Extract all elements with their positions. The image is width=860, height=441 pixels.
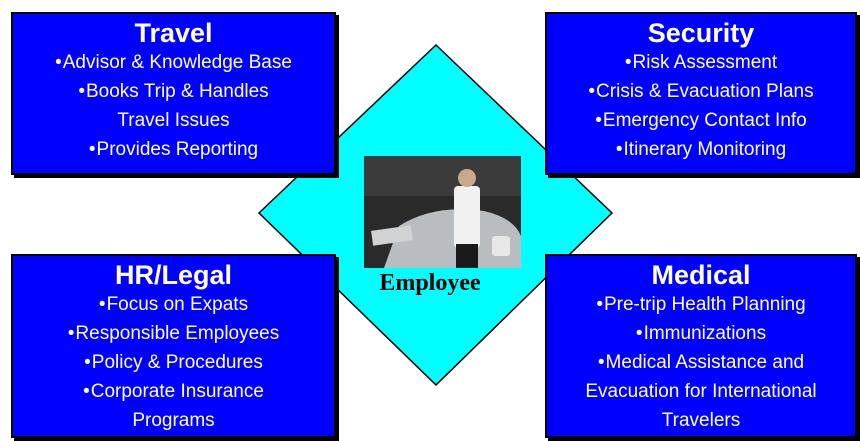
travel-title: Travel — [134, 18, 213, 48]
hr-legal-box: HR/Legal •Focus on Expats•Responsible Em… — [11, 254, 336, 438]
list-item: •Emergency Contact Info — [547, 106, 855, 135]
list-item-text: Risk Assessment — [632, 52, 778, 73]
employee-label: Employee — [379, 270, 481, 296]
medical-box: Medical •Pre-trip Health Planning•Immuni… — [545, 254, 857, 438]
list-item: •Risk Assessment — [547, 48, 855, 77]
hr-legal-list: •Focus on Expats•Responsible Employees•P… — [13, 290, 334, 435]
list-item-text: Books Trip & Handles — [85, 81, 269, 102]
travel-list: •Advisor & Knowledge Base•Books Trip & H… — [13, 48, 334, 164]
bullet-icon: • — [635, 323, 643, 344]
travel-box: Travel •Advisor & Knowledge Base•Books T… — [11, 12, 336, 175]
list-item: •Itinerary Monitoring — [547, 135, 855, 164]
list-item-text: Focus on Expats — [106, 294, 249, 315]
bullet-icon: • — [67, 323, 75, 344]
list-item: •Medical Assistance and — [547, 348, 855, 377]
bullet-icon: • — [78, 81, 85, 102]
list-item-text: Medical Assistance and — [605, 352, 805, 373]
list-item-text: Responsible Employees — [75, 323, 280, 344]
list-item: Evacuation for International — [547, 377, 855, 406]
bullet-icon: • — [595, 110, 602, 131]
bullet-icon: • — [596, 294, 603, 315]
bullet-icon: • — [615, 139, 623, 160]
list-item: •Crisis & Evacuation Plans — [547, 77, 855, 106]
list-item: Programs — [13, 406, 334, 435]
security-title: Security — [647, 18, 755, 48]
list-item-text: Travel Issues — [117, 110, 230, 131]
bullet-icon: • — [88, 139, 96, 160]
bullet-icon: • — [98, 294, 106, 315]
bullet-icon: • — [624, 52, 632, 73]
list-item: •Policy & Procedures — [13, 348, 334, 377]
employee-photo — [364, 156, 521, 268]
list-item-text: Itinerary Monitoring — [623, 139, 787, 160]
security-list: •Risk Assessment•Crisis & Evacuation Pla… — [547, 48, 855, 164]
list-item: •Immunizations — [547, 319, 855, 348]
list-item: •Provides Reporting — [13, 135, 334, 164]
list-item-text: Corporate Insurance — [90, 381, 264, 402]
list-item-text: Policy & Procedures — [91, 352, 263, 373]
list-item-text: Provides Reporting — [96, 139, 259, 160]
hr-legal-title: HR/Legal — [114, 260, 233, 290]
list-item: •Pre-trip Health Planning — [547, 290, 855, 319]
list-item-text: Travelers — [661, 410, 741, 431]
bullet-icon: • — [84, 352, 91, 373]
list-item-text: Evacuation for International — [585, 381, 817, 402]
list-item-text: Emergency Contact Info — [602, 110, 807, 131]
security-box: Security •Risk Assessment•Crisis & Evacu… — [545, 12, 857, 175]
list-item: •Responsible Employees — [13, 319, 334, 348]
list-item-text: Pre-trip Health Planning — [603, 294, 806, 315]
medical-title: Medical — [651, 260, 751, 290]
list-item: •Advisor & Knowledge Base — [13, 48, 334, 77]
bullet-icon: • — [55, 52, 62, 73]
list-item: •Focus on Expats — [13, 290, 334, 319]
medical-list: •Pre-trip Health Planning•Immunizations•… — [547, 290, 855, 435]
list-item: •Books Trip & Handles — [13, 77, 334, 106]
list-item: Travelers — [547, 406, 855, 435]
bullet-icon: • — [588, 81, 596, 102]
bullet-icon: • — [83, 381, 90, 402]
list-item: Travel Issues — [13, 106, 334, 135]
list-item-text: Crisis & Evacuation Plans — [596, 81, 814, 102]
list-item-text: Programs — [132, 410, 215, 431]
bullet-icon: • — [597, 352, 605, 373]
list-item-text: Advisor & Knowledge Base — [62, 52, 292, 73]
list-item-text: Immunizations — [643, 323, 767, 344]
list-item: •Corporate Insurance — [13, 377, 334, 406]
